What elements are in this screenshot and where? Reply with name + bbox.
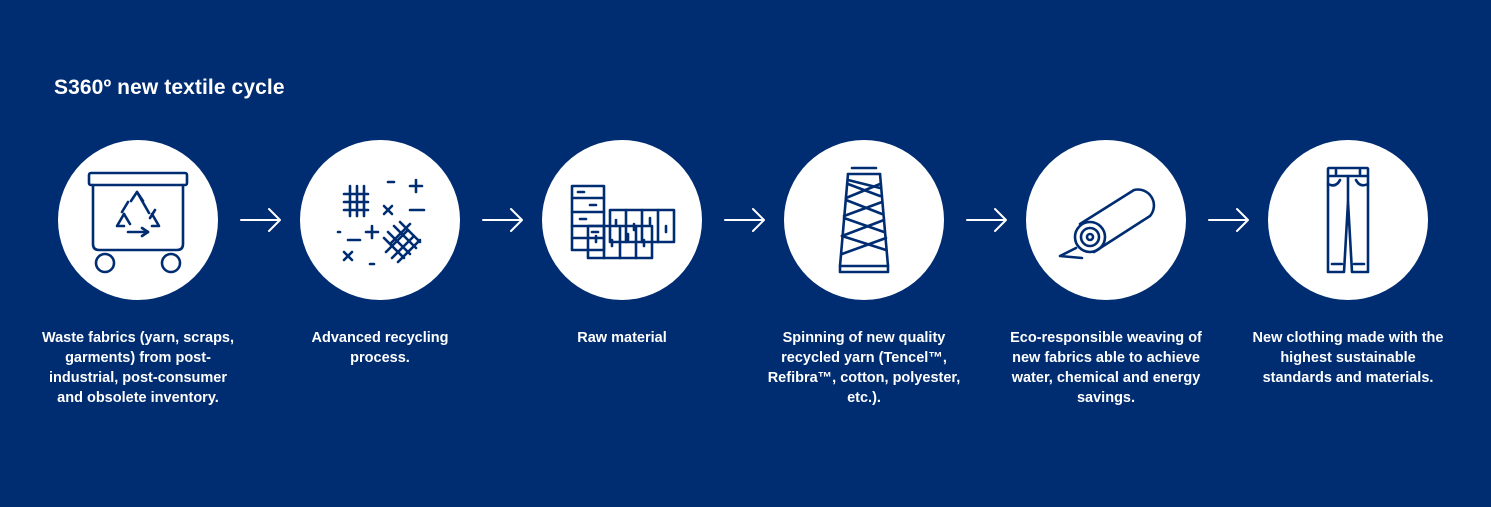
arrow-right-icon [724,208,765,232]
step-caption: New clothing made with the highest susta… [1252,330,1444,386]
jeans-icon [1326,166,1370,274]
arrow-right-icon [240,208,281,232]
step-caption: Eco-responsible weaving of new fabrics a… [1010,330,1202,406]
arrow-right-icon [966,208,1007,232]
step-caption: Advanced recycling process. [311,330,449,366]
step-circle [1026,140,1186,300]
step-circle [300,140,460,300]
arrow-right-icon [1208,208,1249,232]
step-caption: Waste fabrics (yarn, scraps, garments) f… [41,330,235,406]
arrow-right-icon [482,208,523,232]
step-caption: Raw material [577,330,667,346]
fiber-recycling-icon [336,178,426,266]
step-circle [784,140,944,300]
step-circle [58,140,218,300]
fabric-roll-icon [1058,188,1156,260]
fabric-bales-icon [570,184,676,260]
step-circle [1268,140,1428,300]
recycling-bin-icon [87,171,189,274]
step-circle [542,140,702,300]
step-caption: Spinning of new quality recycled yarn (T… [767,330,961,406]
diagram-title: S360º new textile cycle [54,76,285,99]
yarn-spool-icon [838,166,890,274]
